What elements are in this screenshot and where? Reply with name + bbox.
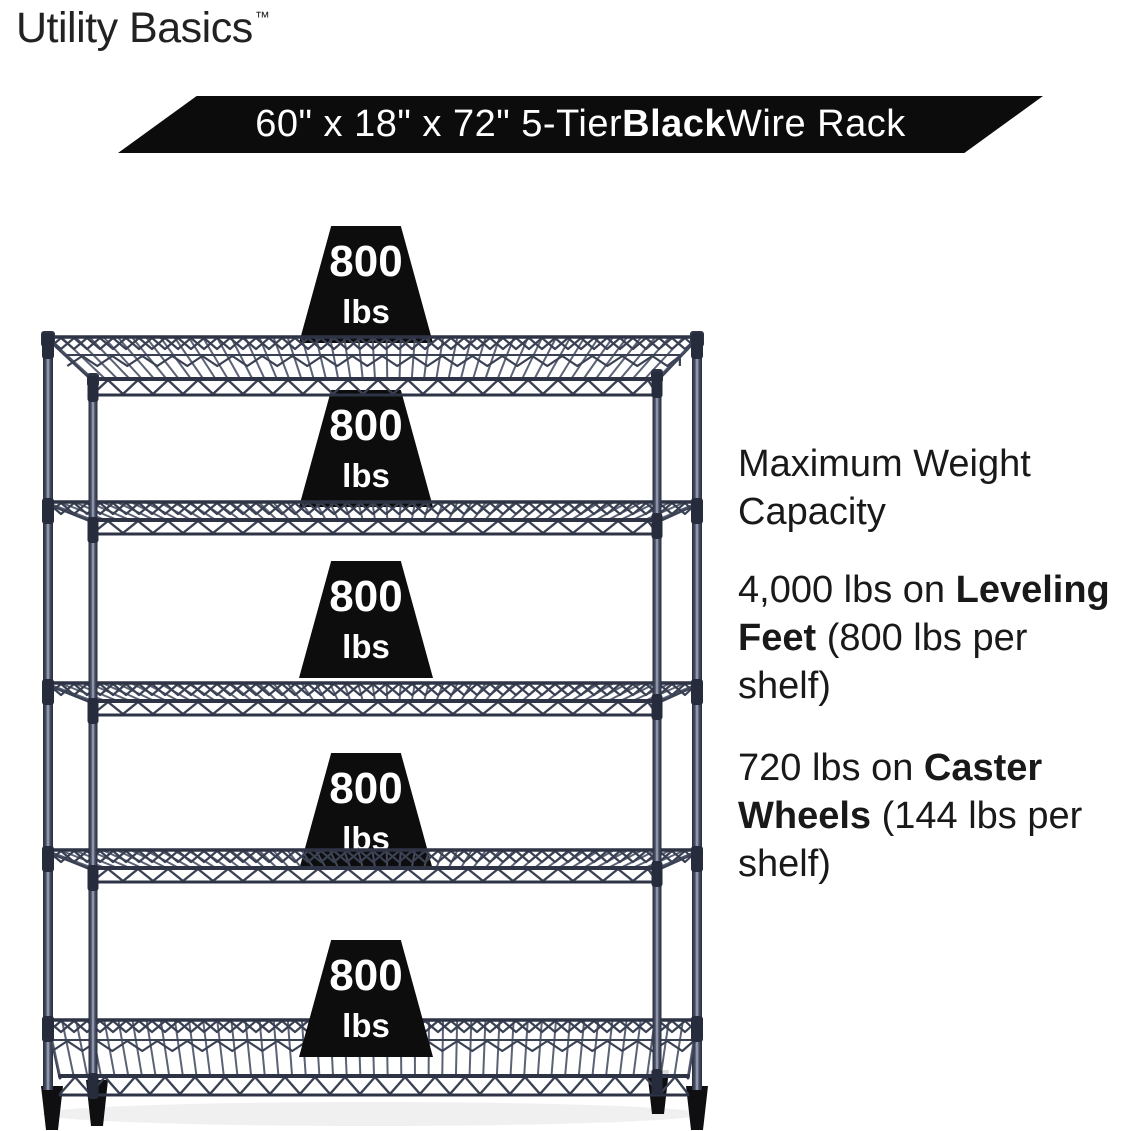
brand-name: Utility Basics — [16, 4, 253, 52]
weight-unit: lbs — [342, 820, 390, 857]
leveling-feet-line3: shelf) — [738, 665, 831, 707]
weight-capacity-badge-1: 800 lbs — [299, 226, 433, 343]
weight-unit: lbs — [342, 457, 390, 494]
banner-text-post: Wire Rack — [726, 103, 906, 145]
max-weight-heading-line2: Capacity — [738, 491, 886, 533]
banner-text-bold: Black — [622, 103, 727, 145]
product-title-banner: 60" x 18" x 72" 5-Tier Black Wire Rack — [118, 96, 1043, 153]
trademark-symbol: ™ — [254, 9, 270, 26]
leveling-line2-bold: Feet — [738, 617, 817, 659]
capacity-info-panel: Maximum Weight Capacity 4,000 lbs on Lev… — [738, 440, 1137, 888]
caster-wheels-line2: Wheels (144 lbs per — [738, 792, 1137, 840]
caster-line2-text: (144 lbs per — [871, 795, 1083, 837]
leveling-line2-text: (800 lbs per — [816, 617, 1028, 659]
leveling-line1-bold: Leveling — [955, 569, 1110, 611]
weight-capacity-badge-5: 800 lbs — [299, 940, 433, 1057]
weight-value: 800 — [329, 237, 403, 286]
caster-wheels-line1: 720 lbs on Caster — [738, 744, 1137, 792]
caster-line1-bold: Caster — [923, 747, 1043, 789]
caster-line2-bold: Wheels — [738, 795, 872, 837]
leveling-feet-line1: 4,000 lbs on Leveling — [738, 566, 1137, 614]
banner-text-pre: 60" x 18" x 72" 5-Tier — [255, 103, 623, 145]
weight-value: 800 — [329, 572, 403, 621]
caster-wheels-line3: shelf) — [738, 843, 831, 885]
weight-unit: lbs — [342, 1007, 390, 1044]
weight-unit: lbs — [342, 628, 390, 665]
weight-capacity-badge-3: 800 lbs — [299, 561, 433, 678]
max-weight-heading-line1: Maximum Weight — [738, 443, 1031, 485]
leveling-feet-line2: Feet (800 lbs per — [738, 614, 1137, 662]
weight-value: 800 — [329, 764, 403, 813]
weight-value: 800 — [329, 401, 403, 450]
weight-value: 800 — [329, 951, 403, 1000]
leveling-line1-text: 4,000 lbs on — [738, 569, 956, 611]
weight-unit: lbs — [342, 293, 390, 330]
caster-line1-text: 720 lbs on — [738, 747, 924, 789]
weight-capacity-badge-4: 800 lbs — [299, 753, 433, 870]
weight-capacity-badge-2: 800 lbs — [299, 390, 433, 507]
